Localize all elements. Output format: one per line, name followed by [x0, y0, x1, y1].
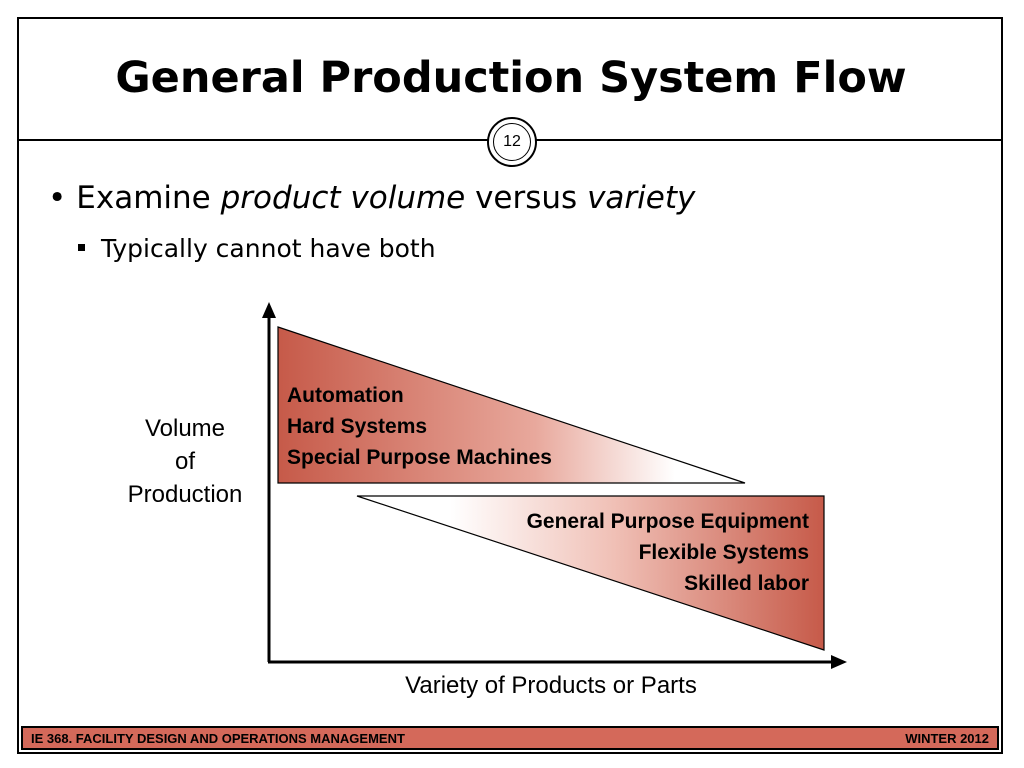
bullet-text-part: Examine — [76, 180, 221, 216]
bullet-level-1: •Examine product volume versus variety — [48, 180, 695, 216]
footer-course: IE 368. FACILITY DESIGN AND OPERATIONS M… — [31, 730, 405, 746]
sub-bullet-text: Typically cannot have both — [101, 234, 436, 263]
y-axis-label-line: Production — [127, 481, 243, 508]
y-axis-label: Volume of Production — [110, 412, 260, 511]
high-variety-region — [356, 495, 825, 651]
x-axis-arrow-icon — [831, 655, 847, 669]
high-volume-line: Special Purpose Machines — [287, 446, 552, 469]
high-volume-line: Automation — [287, 384, 404, 407]
x-axis-label: Variety of Products or Parts — [405, 672, 697, 699]
y-axis-arrow-icon — [262, 302, 276, 318]
y-axis-label-line: of — [174, 448, 195, 475]
high-variety-line: Skilled labor — [684, 572, 809, 595]
page-number: 12 — [493, 123, 531, 161]
bullet-emphasis-variety: variety — [587, 180, 696, 216]
high-variety-line: Flexible Systems — [638, 541, 809, 564]
slide-frame — [17, 17, 1003, 754]
footer-bar: IE 368. FACILITY DESIGN AND OPERATIONS M… — [21, 726, 999, 750]
high-variety-line: General Purpose Equipment — [526, 510, 809, 533]
footer-term: WINTER 2012 — [905, 730, 989, 746]
square-bullet-icon — [78, 243, 85, 251]
bullet-level-2: Typically cannot have both — [78, 234, 436, 263]
high-volume-region — [277, 326, 746, 484]
y-axis-label-line: Volume — [144, 415, 226, 442]
bullet-text-part: versus — [465, 180, 588, 216]
bullet-dot: • — [48, 180, 67, 216]
high-volume-line: Hard Systems — [287, 415, 428, 438]
bullet-emphasis-volume: product volume — [220, 180, 466, 216]
slide-title: General Production System Flow — [115, 53, 907, 103]
high-variety-label: General Purpose Equipment Flexible Syste… — [420, 506, 809, 599]
high-volume-label: Automation Hard Systems Special Purpose … — [287, 380, 552, 473]
page-number-badge: 12 — [487, 117, 537, 167]
